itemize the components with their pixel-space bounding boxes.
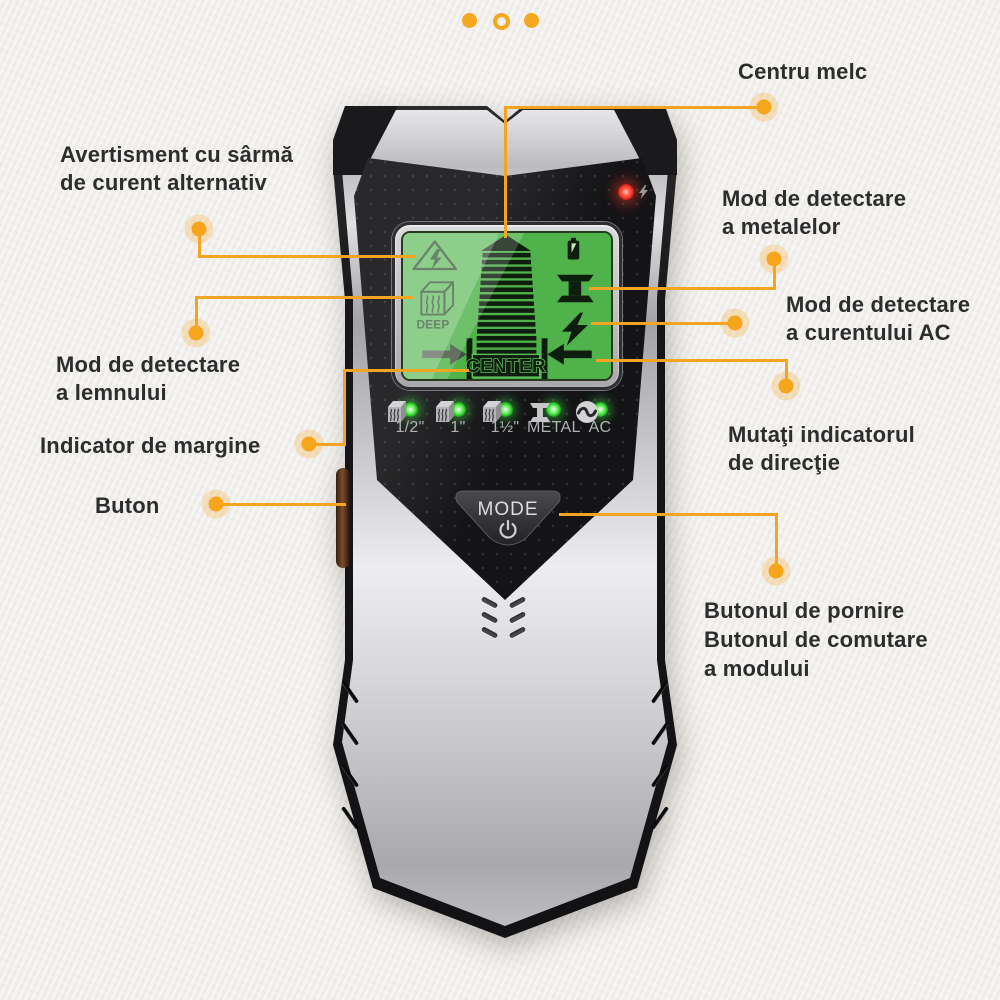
stud-cube-icon <box>483 401 501 422</box>
deep-label: DEEP <box>416 318 449 332</box>
callout-dot-direction-indicator <box>778 378 794 394</box>
center-indicator-text: CENTER <box>466 355 546 376</box>
label-wood-mode: Mod de detectare a lemnului <box>56 352 241 405</box>
lcd-screen: CENTER <box>401 231 613 381</box>
connector-edge-indicator <box>343 370 346 446</box>
connector-wood-mode <box>195 296 198 334</box>
callout-dot-ac-mode <box>727 315 743 331</box>
label-metal-mode: Mod de detectare a metalelor <box>722 186 907 239</box>
callout-dot-avertisment <box>191 221 207 237</box>
power-icon <box>499 519 517 539</box>
connector-avertisment <box>198 230 201 257</box>
connector-centru-melc <box>505 106 764 109</box>
led-label: 1/2" <box>395 419 425 436</box>
indicator-metal: METAL <box>527 398 581 437</box>
callout-dot-side-button <box>208 496 224 512</box>
led-green <box>545 402 561 417</box>
mode-button-label: MODE <box>478 499 539 520</box>
connector-side-button <box>216 503 346 506</box>
connector-edge-indicator <box>343 369 469 372</box>
indicator-ac: AC <box>574 398 626 437</box>
callout-dot-power-mode-button <box>768 563 784 579</box>
led-green <box>450 402 466 417</box>
connector-power-mode-button <box>775 513 778 572</box>
connector-centru-melc <box>504 106 507 238</box>
label-side-button: Buton <box>95 493 160 518</box>
ac-warning-icon <box>412 240 458 271</box>
indicator-one-inch: 1" <box>432 398 484 437</box>
label-direction-indicator: Mutaţi indicatorul de direcţie <box>728 422 915 475</box>
callout-dot-wood-mode <box>188 325 204 341</box>
device-side-button <box>336 468 350 568</box>
stud-cube-icon <box>388 401 406 422</box>
label-avertisment: Avertisment cu sârmă de curent alternati… <box>60 142 294 195</box>
metal-mode-icon <box>557 274 594 303</box>
connector-power-mode-button <box>559 513 778 516</box>
connector-edge-indicator <box>309 443 346 446</box>
decor-dot-outline <box>493 13 510 30</box>
battery-icon <box>567 237 580 260</box>
led-green <box>497 402 513 417</box>
label-edge-indicator: Indicator de margine <box>40 433 261 458</box>
label-ac-mode: Mod de detectare a curentului AC <box>786 292 971 345</box>
callout-dot-metal-mode <box>766 251 782 267</box>
decor-dot <box>524 13 539 28</box>
led-label: METAL <box>527 419 581 436</box>
direction-arrow-left-icon <box>547 343 592 365</box>
led-label: AC <box>588 419 612 436</box>
lcd-screen-frame: CENTER <box>392 222 622 390</box>
connector-ac-mode <box>591 322 736 325</box>
connector-wood-mode <box>195 296 413 299</box>
callout-dot-edge-indicator <box>301 436 317 452</box>
led-label: 1½" <box>490 419 520 436</box>
stud-finder-device: CENTER <box>333 100 677 940</box>
metal-beam-icon <box>530 403 550 422</box>
led-green <box>402 402 418 417</box>
ac-bolt-icon <box>639 185 648 199</box>
decor-dot <box>462 13 477 28</box>
connector-direction-indicator <box>596 359 788 362</box>
connector-metal-mode <box>589 287 776 290</box>
indicator-half-inch: 1/2" <box>384 398 436 437</box>
deep-scan-icon <box>420 281 455 316</box>
edge-arrow-right-icon <box>422 343 467 365</box>
connector-direction-indicator <box>785 359 788 387</box>
edge-bar-right <box>541 338 548 379</box>
edge-bar-left <box>466 338 473 379</box>
led-label: 1" <box>450 419 466 436</box>
ac-mode-icon <box>561 312 588 346</box>
connector-metal-mode <box>773 259 776 290</box>
mode-button: MODE <box>455 490 561 546</box>
ac-wave-icon <box>576 401 598 423</box>
callout-dot-centru-melc <box>756 99 772 115</box>
stud-cube-icon <box>436 401 454 422</box>
indicator-one-half-inch: 1½" <box>479 398 531 437</box>
connector-avertisment <box>198 255 415 258</box>
ac-alert-led <box>618 184 634 200</box>
label-centru-melc: Centru melc <box>738 59 868 84</box>
label-power-mode-button: Butonul de pornire Butonul de comutare a… <box>704 598 928 681</box>
